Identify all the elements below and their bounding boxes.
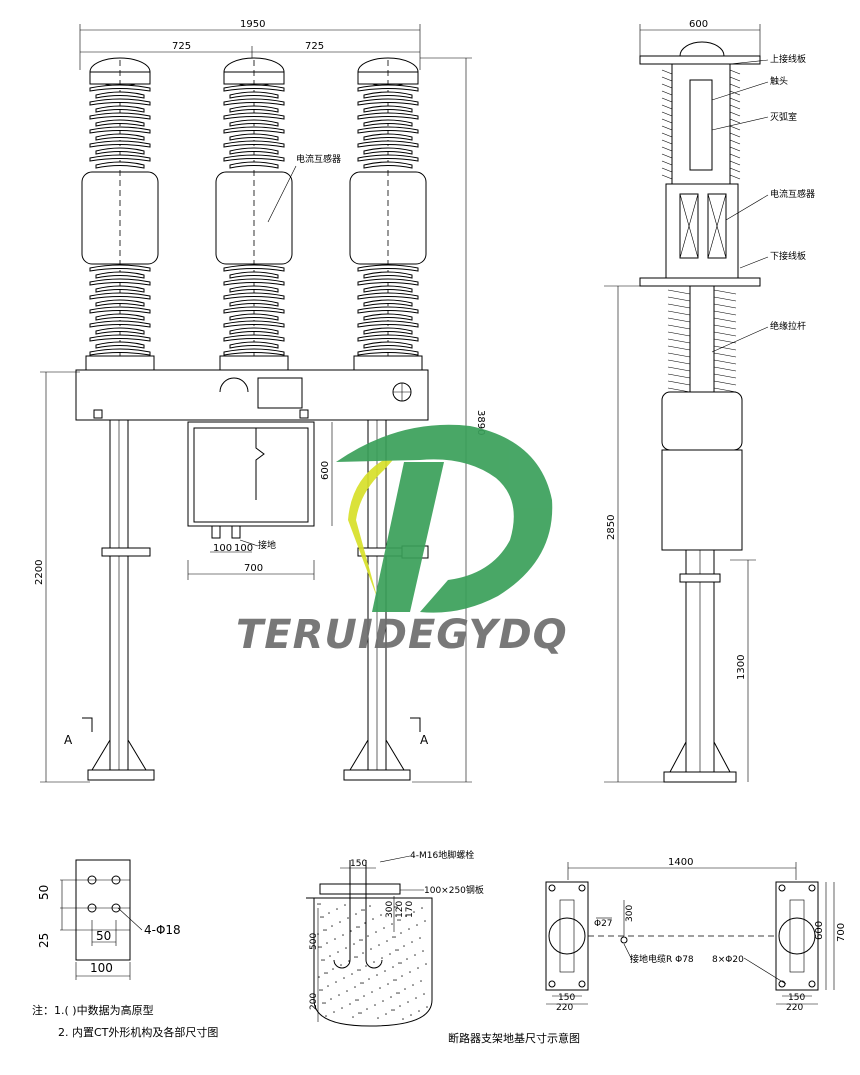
dim-leg-height: 2200 xyxy=(34,560,45,585)
hole-dim-50-h: 50 xyxy=(96,929,111,943)
dim-height-upper: 2850 xyxy=(606,515,617,540)
dim-box-sub-right: 100 xyxy=(234,543,253,554)
plan-detail: 1400 Φ27 300 接地电缆R Φ78 8×Φ20 600 700 xyxy=(545,857,847,1013)
plan-pad-right xyxy=(775,881,819,991)
hole-dim-25-v: 25 xyxy=(37,933,51,948)
concrete-hatch xyxy=(317,903,428,1020)
foundation-dim-200: 200 xyxy=(309,993,319,1010)
label-ct-front: 电流互感器 xyxy=(296,153,341,165)
dim-overall-width: 1950 xyxy=(240,19,265,30)
hole-dim-50-v: 50 xyxy=(37,885,51,900)
foundation-dim-right-a: 120 xyxy=(395,901,405,918)
foundation-dim-150: 150 xyxy=(350,859,367,869)
foundation-dim-300: 300 xyxy=(385,901,395,918)
dim-box-height: 600 xyxy=(320,461,331,480)
plan-cable-spec: 接地电缆R Φ78 xyxy=(630,953,694,965)
note-line-2: 2. 内置CT外形机构及各部尺寸图 xyxy=(58,1025,218,1039)
dim-box-sub-left: 100 xyxy=(213,543,232,554)
insulator-column-1 xyxy=(81,57,159,370)
plan-dim-27: Φ27 xyxy=(594,919,613,929)
insulator-sheds xyxy=(85,84,423,371)
plan-dim-220-right: 220 xyxy=(786,1003,803,1013)
dim-top-width: 600 xyxy=(689,19,708,30)
plan-dim-300: 300 xyxy=(625,905,635,922)
dim-height-lower: 1300 xyxy=(736,655,747,680)
foundation-detail: 150 4-M16地脚螺栓 100×250钢板 500 200 300 120 … xyxy=(306,849,484,1027)
plan-dim-220-left: 220 xyxy=(556,1003,573,1013)
label-ct-side: 电流互感器 xyxy=(770,188,815,200)
drawing-caption: 断路器支架地基尺寸示意图 xyxy=(448,1031,580,1045)
foundation-bolt-spec: 4-M16地脚螺栓 xyxy=(410,849,474,861)
plan-dim-150-right: 150 xyxy=(788,993,805,1003)
foundation-dim-500: 500 xyxy=(309,933,319,950)
plan-hole-spec: 8×Φ20 xyxy=(712,955,744,965)
label-ground: 接地 xyxy=(258,539,276,551)
plan-dim-700: 700 xyxy=(836,923,847,942)
dim-half-right: 725 xyxy=(305,41,324,52)
label-interrupter: 灭弧室 xyxy=(770,111,797,123)
section-marker-left: A xyxy=(64,733,73,747)
front-view: 1950 725 725 电流互感器 xyxy=(34,19,486,783)
note-line-1: 注：1.( )中数据为高原型 xyxy=(32,1003,154,1017)
side-insulator-sheds xyxy=(661,69,741,393)
dim-total-height: 3890 xyxy=(475,410,486,435)
watermark-logo: TERUIDEGYDQ xyxy=(236,424,568,658)
side-view: 600 上接线板 触头 灭弧室 电流互感器 下接线板 绝缘拉杆 xyxy=(604,19,815,783)
plan-dim-150-left: 150 xyxy=(558,993,575,1003)
hole-spec: 4-Φ18 xyxy=(144,923,181,937)
plan-pad-left xyxy=(545,881,589,991)
label-upper-plate: 上接线板 xyxy=(770,53,806,65)
plan-dim-1400: 1400 xyxy=(668,857,693,868)
support-leg-left xyxy=(87,419,155,781)
dim-half-left: 725 xyxy=(172,41,191,52)
foundation-dim-right-b: 170 xyxy=(405,901,415,918)
label-insulating-rod: 绝缘拉杆 xyxy=(770,320,806,332)
label-contact: 触头 xyxy=(770,75,788,87)
hole-dim-100: 100 xyxy=(90,961,113,975)
dim-box-width: 700 xyxy=(244,563,263,574)
foundation-plate-spec: 100×250钢板 xyxy=(424,884,484,896)
insulator-column-2 xyxy=(215,57,293,370)
watermark-text: TERUIDEGYDQ xyxy=(236,612,568,658)
plan-dim-600: 600 xyxy=(814,921,825,940)
insulator-column-3 xyxy=(349,57,427,370)
label-lower-plate: 下接线板 xyxy=(770,250,806,262)
section-marker-right: A xyxy=(420,733,429,747)
mechanism-beam xyxy=(75,369,429,421)
hole-detail: 50 25 50 100 4-Φ18 xyxy=(37,859,181,980)
